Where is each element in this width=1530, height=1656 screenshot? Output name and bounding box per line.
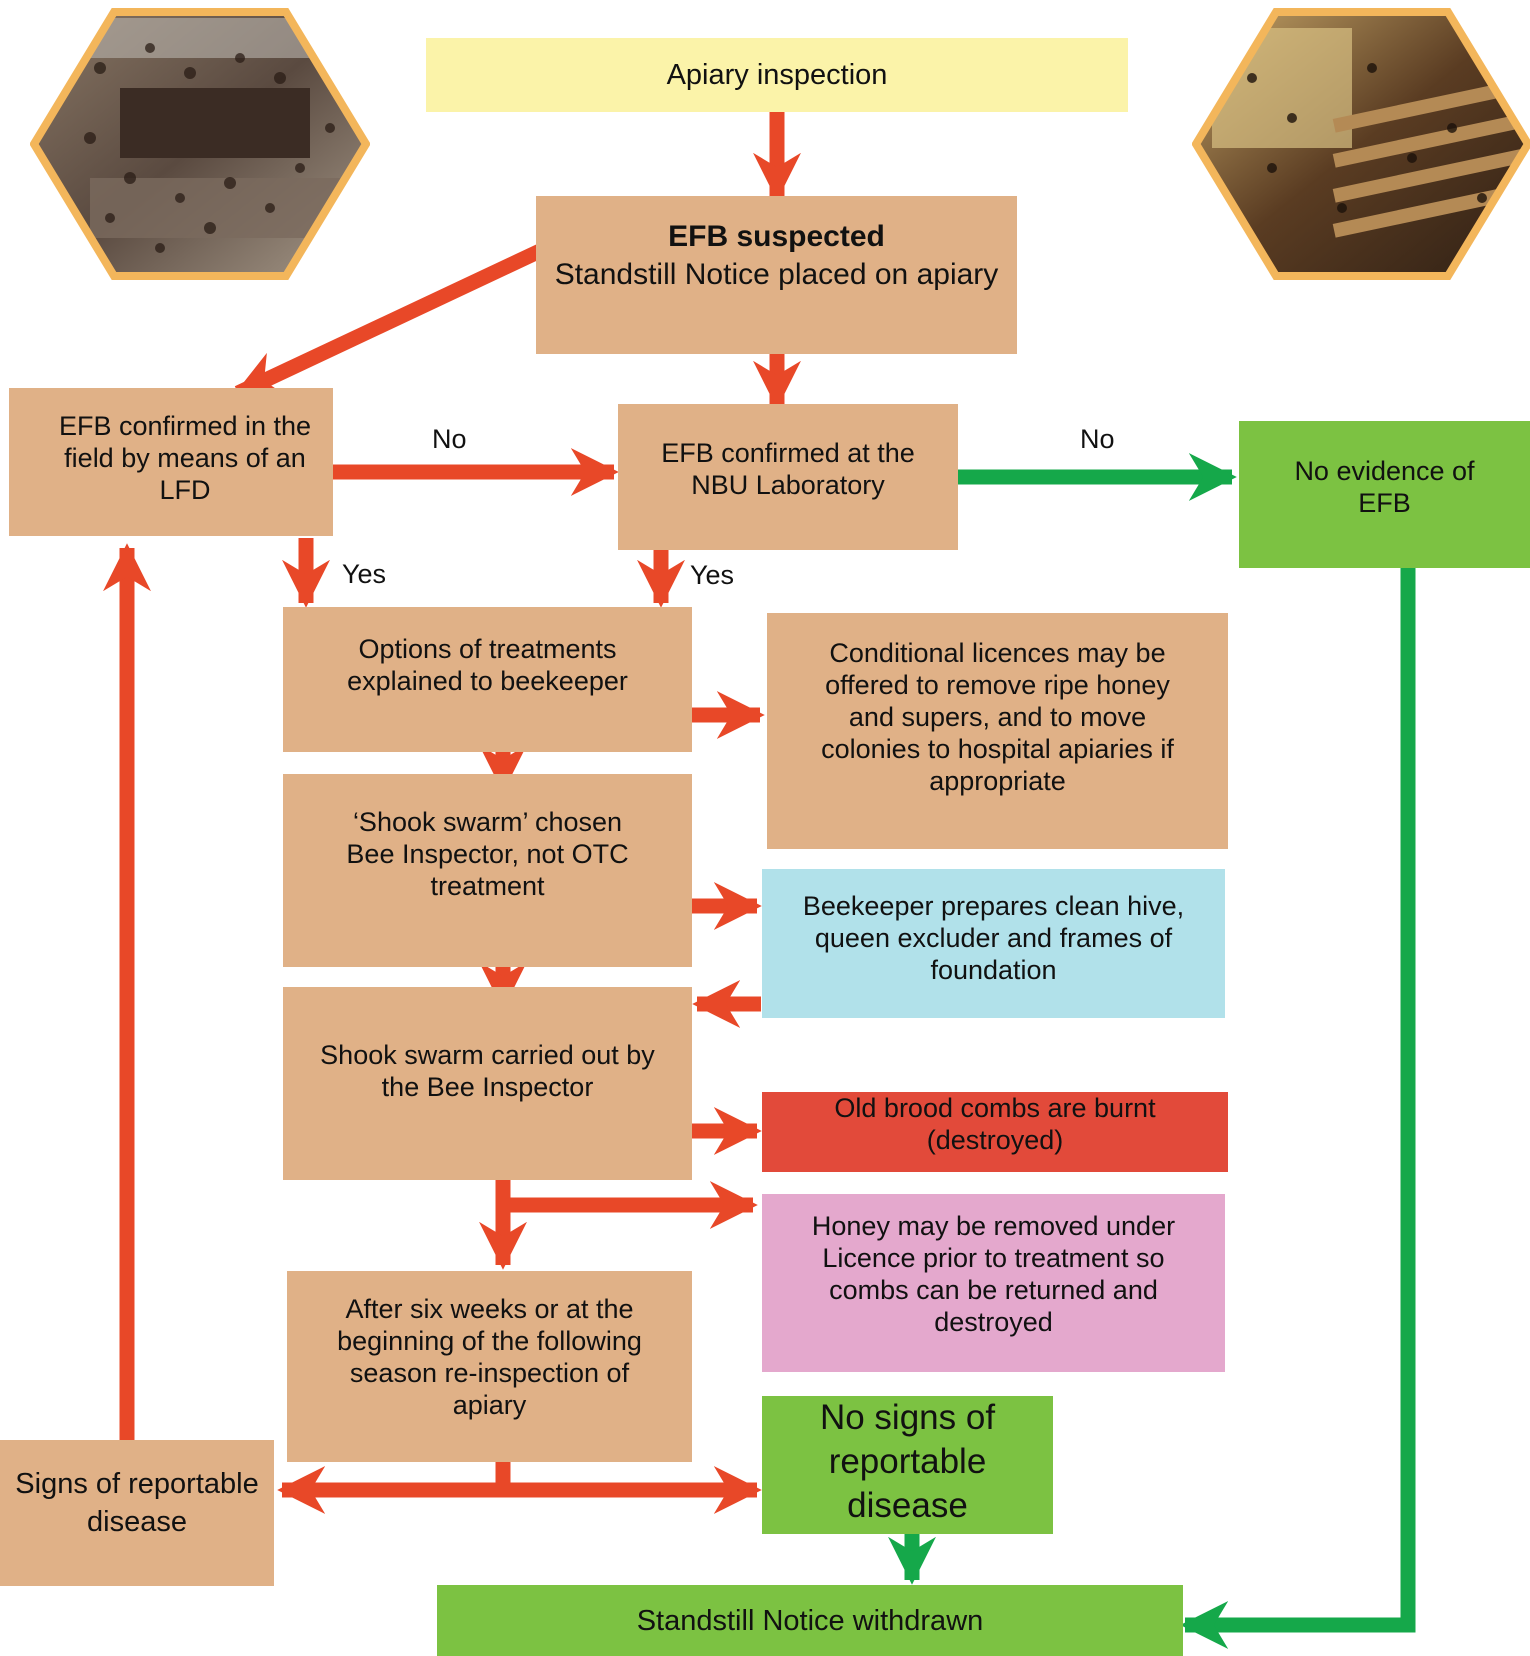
no-signs-reportable-node: No signs of reportable disease xyxy=(762,1396,1053,1534)
no-signs-line-3: disease xyxy=(847,1486,968,1525)
hive-frames-photo-hexagon xyxy=(1192,8,1530,280)
burnt-line-2: (destroyed) xyxy=(926,1125,1064,1155)
no-signs-line-1: No signs of xyxy=(819,1398,996,1437)
honey-line-2: Licence prior to treatment so xyxy=(822,1243,1165,1273)
honey-line-1: Honey may be removed under xyxy=(811,1211,1176,1241)
prepares-line-2: queen excluder and frames of xyxy=(814,923,1173,953)
shook-chosen-line-3: treatment xyxy=(430,871,545,901)
efb-suspected-node: EFB suspected Standstill Notice placed o… xyxy=(536,196,1017,354)
signs-line-1: Signs of reportable xyxy=(15,1468,259,1500)
reinspection-node: After six weeks or at the beginning of t… xyxy=(287,1271,692,1462)
lfd-line-1: EFB confirmed in the xyxy=(58,411,312,441)
lab-line-1: EFB confirmed at the xyxy=(661,438,915,468)
efb-suspected-title: EFB suspected xyxy=(668,220,885,253)
edge-label-lab-yes: Yes xyxy=(690,560,735,590)
edge-label-lab-no: No xyxy=(1080,424,1115,454)
arrow-suspected-to-lfd xyxy=(233,243,546,400)
lab-confirmed-node: EFB confirmed at the NBU Laboratory xyxy=(618,404,958,550)
licences-line-1: Conditional licences may be xyxy=(829,638,1166,668)
prepares-line-1: Beekeeper prepares clean hive, xyxy=(802,891,1185,921)
licences-line-2: offered to remove ripe honey xyxy=(825,670,1170,700)
lab-line-2: NBU Laboratory xyxy=(691,470,885,500)
honey-line-4: destroyed xyxy=(934,1307,1053,1337)
standstill-withdrawn-node: Standstill Notice withdrawn xyxy=(437,1585,1183,1656)
edge-label-lfd-yes: Yes xyxy=(342,559,387,589)
efb-suspected-subtitle: Standstill Notice placed on apiary xyxy=(554,258,999,291)
reinspect-line-4: apiary xyxy=(452,1390,527,1420)
shook-chosen-node: ‘Shook swarm’ chosen Bee Inspector, not … xyxy=(283,774,692,967)
shook-chosen-line-2: Bee Inspector, not OTC xyxy=(346,839,629,869)
options-node: Options of treatments explained to beeke… xyxy=(283,607,692,752)
signs-line-2: disease xyxy=(87,1506,187,1538)
no-evidence-line-1: No evidence of xyxy=(1294,455,1475,486)
lfd-line-2: field by means of an xyxy=(64,443,306,473)
arrow-no-evidence-to-withdrawn xyxy=(1180,568,1416,1650)
withdrawn-label: Standstill Notice withdrawn xyxy=(636,1604,984,1637)
reinspect-line-2: beginning of the following xyxy=(337,1326,642,1356)
licences-line-5: appropriate xyxy=(929,766,1066,796)
no-signs-line-2: reportable xyxy=(828,1442,987,1481)
no-evidence-node: No evidence of EFB xyxy=(1239,421,1530,568)
licences-line-4: colonies to hospital apiaries if xyxy=(821,734,1174,764)
reinspect-line-1: After six weeks or at the xyxy=(345,1294,634,1324)
carried-line-1: Shook swarm carried out by xyxy=(320,1040,655,1070)
shook-chosen-line-1: ‘Shook swarm’ chosen xyxy=(352,807,623,837)
brood-combs-burnt-node: Old brood combs are burnt (destroyed) xyxy=(762,1092,1228,1172)
honey-removed-node: Honey may be removed under Licence prior… xyxy=(762,1194,1225,1372)
hive-bees-photo-hexagon xyxy=(30,8,370,280)
lfd-line-3: LFD xyxy=(159,475,211,505)
apiary-inspection-label: Apiary inspection xyxy=(666,59,888,91)
apiary-inspection-node: Apiary inspection xyxy=(426,38,1128,112)
reinspect-line-3: season re-inspection of xyxy=(349,1358,630,1388)
burnt-line-1: Old brood combs are burnt xyxy=(834,1093,1156,1123)
licences-node: Conditional licences may be offered to r… xyxy=(767,613,1228,849)
shook-carried-node: Shook swarm carried out by the Bee Inspe… xyxy=(283,987,692,1180)
signs-reportable-node: Signs of reportable disease xyxy=(0,1440,274,1586)
prepares-line-3: foundation xyxy=(930,955,1057,985)
licences-line-3: and supers, and to move xyxy=(848,702,1147,732)
edge-label-lfd-no: No xyxy=(432,424,467,454)
honey-line-3: combs can be returned and xyxy=(829,1275,1158,1305)
no-evidence-line-2: EFB xyxy=(1358,487,1411,518)
carried-line-2: the Bee Inspector xyxy=(381,1072,594,1102)
options-line-2: explained to beekeeper xyxy=(347,665,628,696)
beekeeper-prepares-node: Beekeeper prepares clean hive, queen exc… xyxy=(762,869,1225,1018)
options-line-1: Options of treatments xyxy=(358,633,617,664)
lfd-confirmed-node: EFB confirmed in the field by means of a… xyxy=(9,388,333,536)
